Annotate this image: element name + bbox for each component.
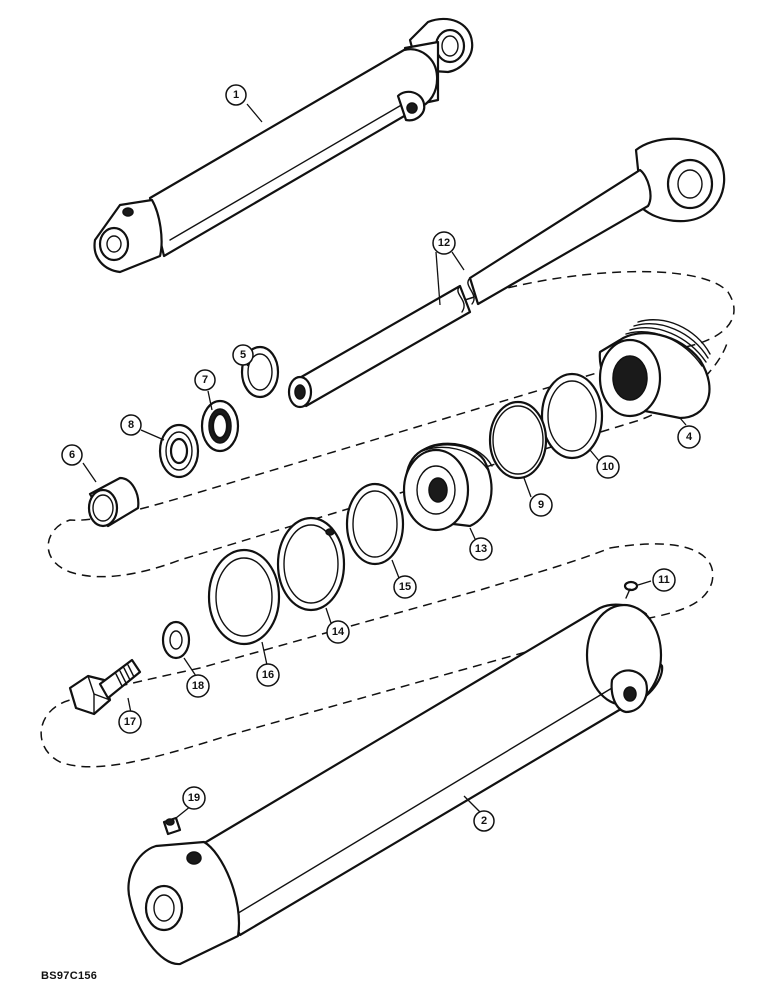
callout-18: 18 [186, 674, 210, 698]
figure-code: BS97C156 [41, 970, 98, 982]
callout-11: 11 [652, 568, 676, 592]
part-9-o-ring [488, 400, 548, 480]
part-13-piston [402, 442, 493, 532]
part-14-seal-ring [276, 516, 346, 612]
callout-1: 1 [225, 84, 247, 106]
part-14-inner-edge [283, 524, 339, 604]
part-8-bore [169, 437, 189, 465]
callout-16-label: 16 [262, 669, 274, 681]
part-17-bolt [68, 658, 142, 716]
part-2-cylinder-tube [127, 603, 664, 966]
part-11-screw [623, 580, 639, 599]
part-18-washer [161, 620, 191, 660]
callout-17-label: 17 [124, 716, 136, 728]
callout-14: 14 [326, 620, 350, 644]
callout-7-label: 7 [202, 374, 208, 386]
callout-2-label: 2 [481, 815, 487, 827]
callout-12-label: 12 [438, 237, 450, 249]
callout-7: 7 [194, 369, 216, 391]
part-12-piston-rod [287, 137, 726, 409]
callout-12: 12 [432, 231, 456, 255]
callout-9-label: 9 [538, 499, 544, 511]
callout-13-label: 13 [475, 543, 487, 555]
part-18-hole [169, 630, 183, 650]
part-7-bore [211, 412, 229, 440]
part-15-inner-edge [352, 490, 398, 558]
callout-10-label: 10 [602, 461, 614, 473]
callout-13: 13 [469, 537, 493, 561]
part-1-cylinder-assembly [93, 17, 474, 274]
callout-11-label: 11 [658, 574, 670, 586]
callout-2: 2 [473, 810, 495, 832]
part-9-inner-edge [492, 405, 544, 475]
callout-8-label: 8 [128, 419, 134, 431]
part-6-bushing [87, 476, 140, 528]
part-15-wear-ring [345, 482, 405, 566]
callout-14-label: 14 [332, 626, 345, 638]
part-10-inner-edge [547, 380, 597, 452]
part-16-inner-edge [215, 557, 273, 637]
callout-6-label: 6 [69, 449, 75, 461]
part-16-wear-ring [207, 548, 281, 646]
callout-5-label: 5 [240, 349, 246, 361]
dashed-boundary-lower [40, 543, 714, 768]
part-8-inner-edge [165, 431, 193, 471]
callout-4: 4 [677, 425, 701, 449]
part-10-backup-ring [540, 372, 604, 460]
callout-6: 6 [61, 444, 83, 466]
leader-lines [82, 103, 687, 819]
part-4-gland [598, 319, 711, 420]
callout-15: 15 [393, 575, 417, 599]
callout-16: 16 [256, 663, 280, 687]
callout-9: 9 [529, 493, 553, 517]
part-19-grease-fitting [162, 816, 182, 836]
callout-5: 5 [232, 344, 254, 366]
callout-18-label: 18 [192, 680, 204, 692]
dashed-boundary-upper [47, 270, 735, 578]
callout-4-label: 4 [686, 431, 693, 443]
callout-1-label: 1 [233, 89, 239, 101]
part-14-notch [325, 528, 335, 536]
callout-10: 10 [596, 455, 620, 479]
callout-19: 19 [182, 786, 206, 810]
callout-19-label: 19 [188, 792, 200, 804]
callout-8: 8 [120, 414, 142, 436]
callout-15-label: 15 [399, 581, 411, 593]
callout-17: 17 [118, 710, 142, 734]
part-5-inner-edge [247, 353, 273, 391]
